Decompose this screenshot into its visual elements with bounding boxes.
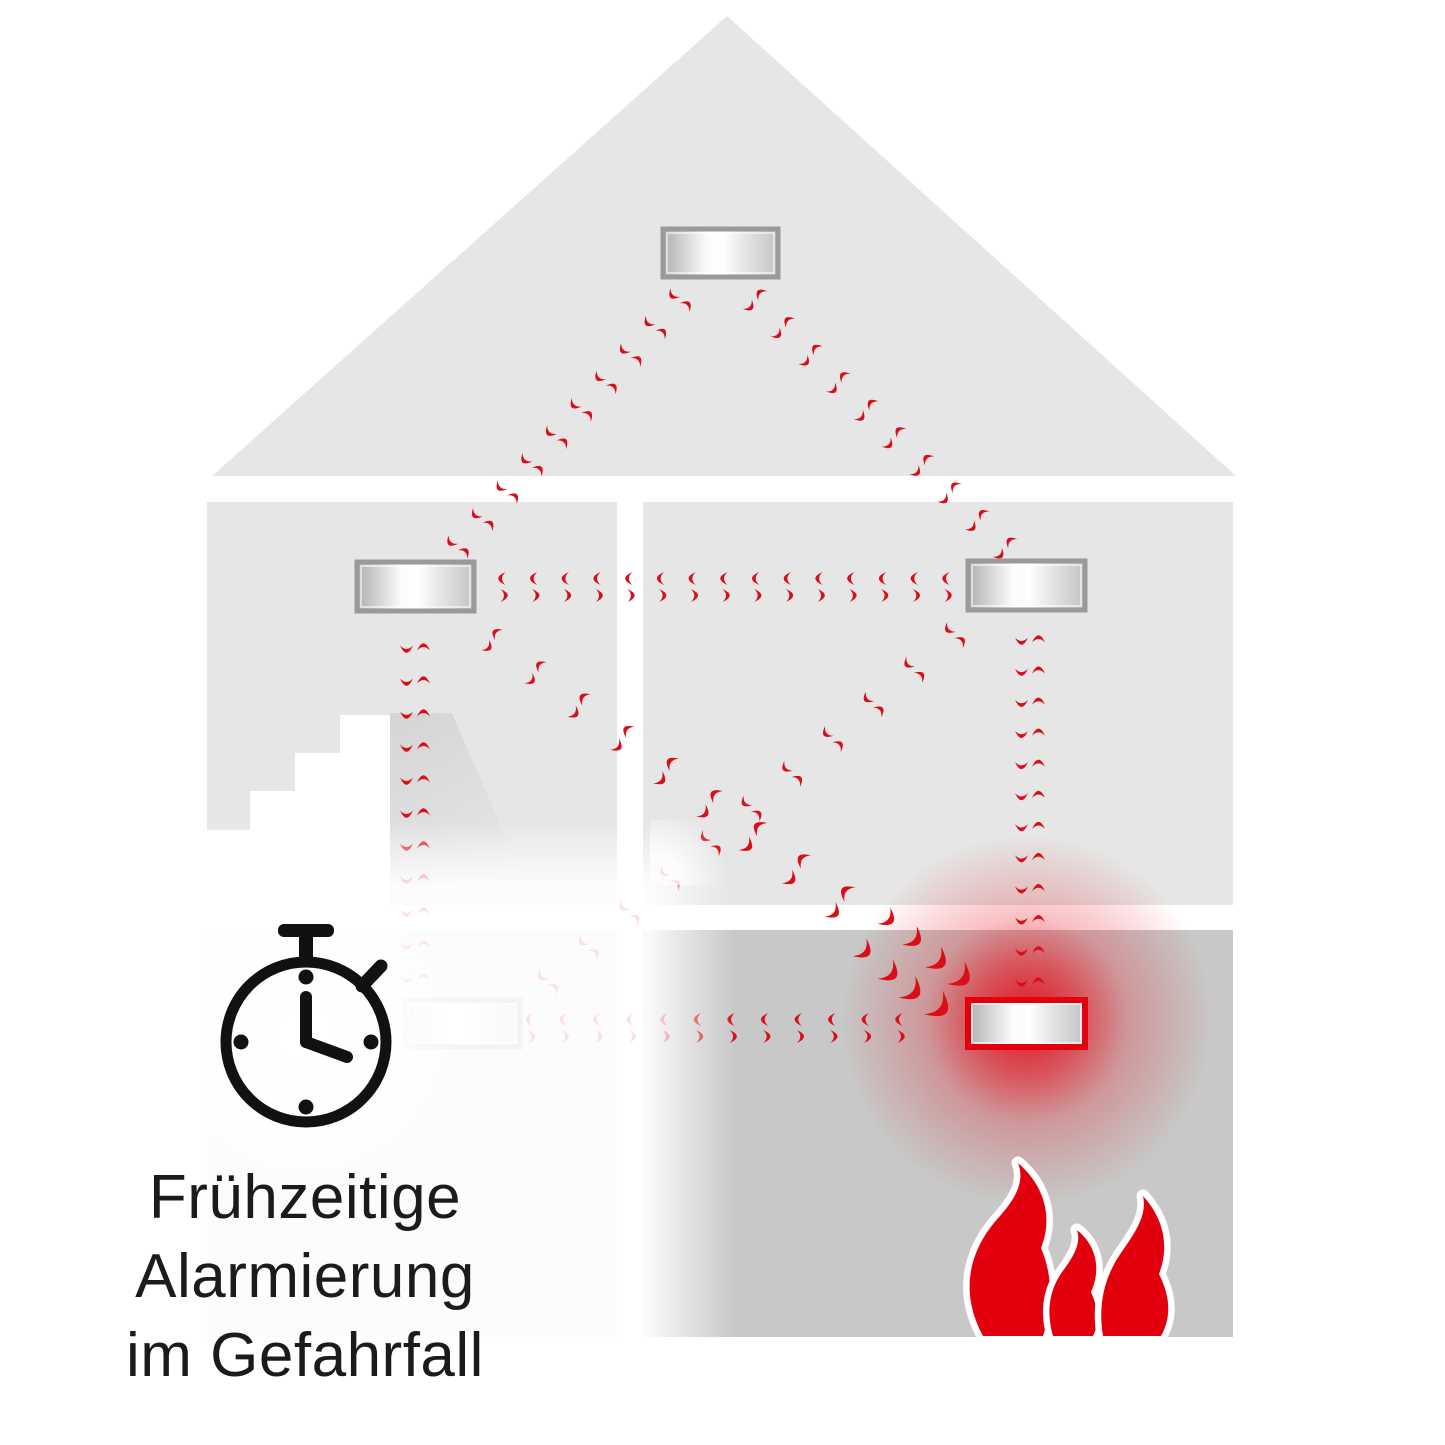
- waves-upper-right-down: [1015, 635, 1045, 987]
- caption: Frühzeitige Alarmierung im Gefahrfall: [0, 1158, 635, 1395]
- flame: [963, 1156, 1057, 1343]
- room-middle-right: [643, 502, 1233, 905]
- waves-alarm-big-ripples: [852, 907, 970, 1017]
- smoke-detector-upper-left: [354, 559, 477, 614]
- fire-icon: [963, 1156, 1175, 1343]
- caption-line-1: Frühzeitige: [148, 1163, 462, 1232]
- flame: [1094, 1189, 1175, 1343]
- waves-upper-left-to-upper-right: [498, 572, 952, 602]
- waves-attic-to-upper-right: [742, 289, 1018, 559]
- smoke-detector-lower-right: [965, 997, 1088, 1050]
- caption-line-2: Alarmierung: [135, 1242, 475, 1311]
- smoke-detector-upper-right: [965, 558, 1088, 613]
- waves-alarm-diagonal: [481, 629, 856, 918]
- waves-attic-to-upper-left: [447, 288, 691, 559]
- caption-line-3: im Gefahrfall: [126, 1321, 484, 1390]
- smoke-detector-attic: [660, 226, 781, 280]
